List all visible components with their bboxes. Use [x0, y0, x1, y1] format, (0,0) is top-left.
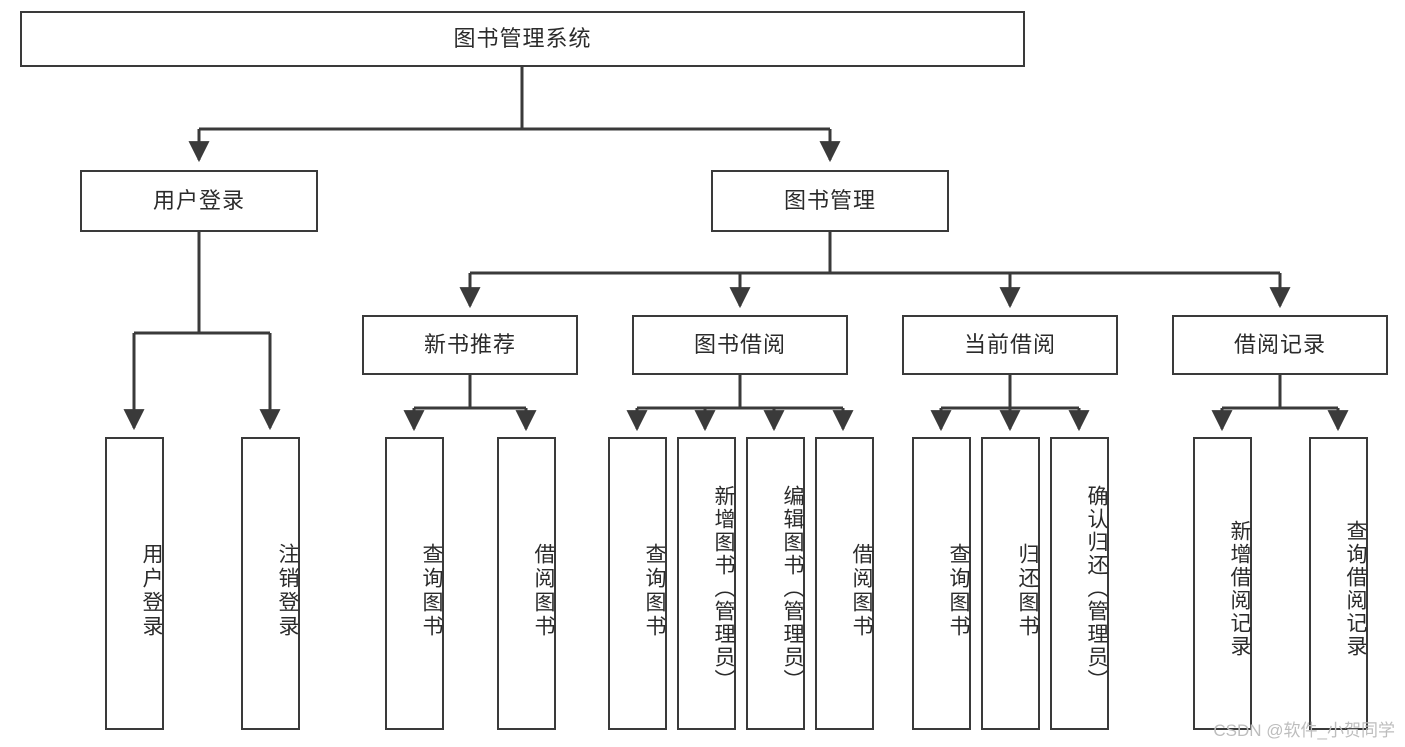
node-book-management[interactable]: 图书管理	[711, 170, 949, 232]
node-label: 注销登录	[276, 542, 299, 639]
node-leaf-user-login[interactable]: 用户登录	[105, 437, 164, 730]
node-leaf-query-book-current[interactable]: 查询图书	[912, 437, 971, 730]
node-label: 查询图书	[947, 542, 970, 639]
node-leaf-query-book-recommend[interactable]: 查询图书	[385, 437, 444, 730]
node-label: 查询借阅记录	[1344, 519, 1367, 658]
node-book-borrow[interactable]: 图书借阅	[632, 315, 848, 375]
node-label: 用户登录	[140, 542, 163, 639]
node-label: 确认归还（管理员）	[1085, 485, 1108, 692]
node-leaf-query-borrow-record[interactable]: 查询借阅记录	[1309, 437, 1368, 730]
node-label: 归还图书	[1016, 542, 1039, 639]
node-current-borrow[interactable]: 当前借阅	[902, 315, 1118, 375]
node-leaf-confirm-return-admin[interactable]: 确认归还（管理员）	[1050, 437, 1109, 730]
node-leaf-user-logout[interactable]: 注销登录	[241, 437, 300, 730]
node-label: 新增图书（管理员）	[712, 485, 735, 692]
node-label: 查询图书	[420, 542, 443, 639]
node-label: 图书管理系统	[453, 26, 592, 51]
node-label: 图书借阅	[693, 332, 786, 357]
node-label: 用户登录	[152, 188, 245, 213]
node-label: 图书管理	[783, 188, 876, 213]
node-user-login[interactable]: 用户登录	[80, 170, 318, 232]
node-label: 借阅记录	[1233, 332, 1326, 357]
node-new-book-recommend[interactable]: 新书推荐	[362, 315, 578, 375]
node-leaf-add-book-admin[interactable]: 新增图书（管理员）	[677, 437, 736, 730]
node-borrow-record[interactable]: 借阅记录	[1172, 315, 1388, 375]
node-leaf-add-borrow-record[interactable]: 新增借阅记录	[1193, 437, 1252, 730]
node-root-book-management-system[interactable]: 图书管理系统	[20, 11, 1025, 67]
node-leaf-borrow-book-borrow[interactable]: 借阅图书	[815, 437, 874, 730]
node-label: 借阅图书	[850, 542, 873, 639]
node-leaf-edit-book-admin[interactable]: 编辑图书（管理员）	[746, 437, 805, 730]
node-label: 编辑图书（管理员）	[781, 485, 804, 692]
node-leaf-return-book[interactable]: 归还图书	[981, 437, 1040, 730]
node-label: 查询图书	[643, 542, 666, 639]
node-leaf-query-book-borrow[interactable]: 查询图书	[608, 437, 667, 730]
node-label: 新增借阅记录	[1228, 519, 1251, 658]
watermark: CSDN @软件_小贺同学	[1213, 721, 1395, 740]
node-label: 新书推荐	[423, 332, 516, 357]
node-label: 当前借阅	[963, 332, 1056, 357]
node-label: 借阅图书	[532, 542, 555, 639]
node-leaf-borrow-book-recommend[interactable]: 借阅图书	[497, 437, 556, 730]
